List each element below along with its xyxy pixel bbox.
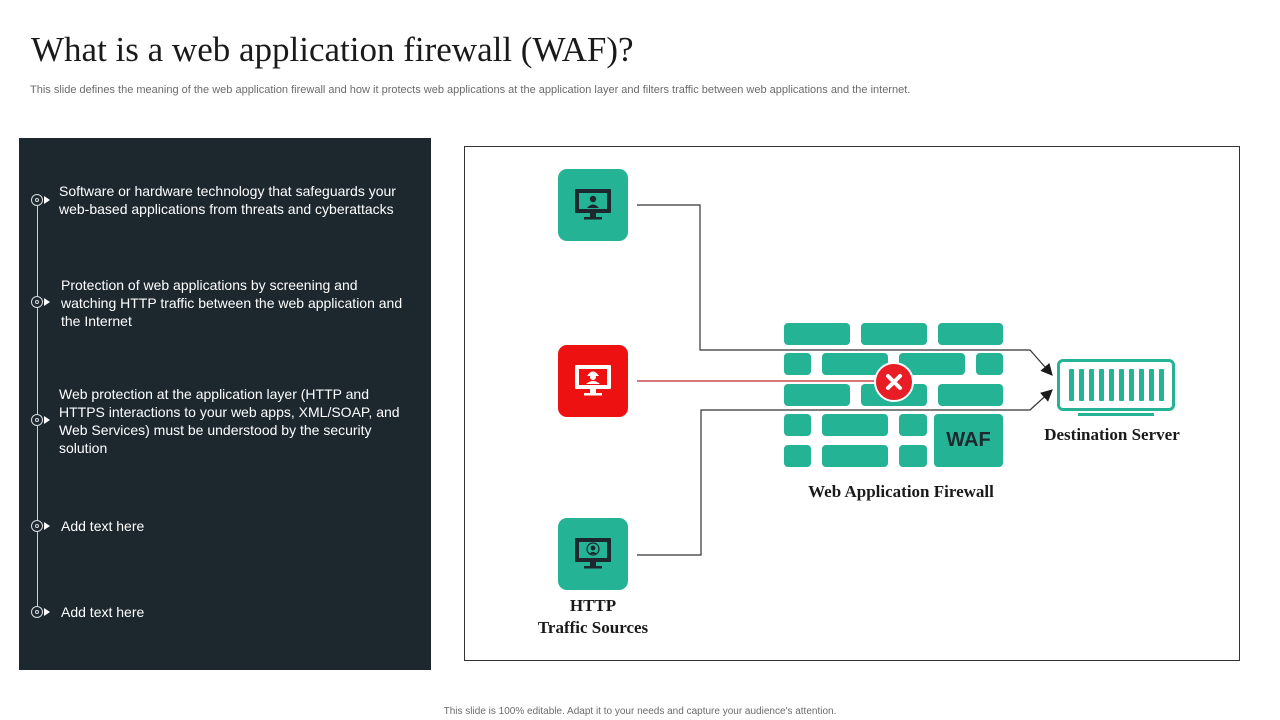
bullet-marker-icon xyxy=(31,296,43,308)
firewall-brick xyxy=(899,414,927,436)
server-base xyxy=(1078,413,1154,416)
definition-panel: Software or hardware technology that saf… xyxy=(19,138,431,670)
bullet-arrow-icon xyxy=(44,608,50,616)
firewall-brick xyxy=(784,353,811,375)
firewall-brick xyxy=(899,353,965,375)
user-monitor-icon xyxy=(575,189,611,220)
firewall-brick xyxy=(976,353,1003,375)
malicious-source xyxy=(558,345,628,417)
bullet-marker-icon xyxy=(31,194,43,206)
bullet-text: Add text here xyxy=(61,604,145,620)
bullet-arrow-icon xyxy=(44,196,50,204)
bullet-text: Add text here xyxy=(61,518,145,534)
firewall-brick xyxy=(784,414,811,436)
firewall-brick xyxy=(822,445,888,467)
firewall-brick xyxy=(938,323,1003,345)
firewall-label: Web Application Firewall xyxy=(808,482,994,501)
firewall-brick xyxy=(899,445,927,467)
user-monitor-icon xyxy=(575,538,611,569)
bullet-arrow-icon xyxy=(44,416,50,424)
bullet-marker-icon xyxy=(31,414,43,426)
sources-label-line1: HTTP xyxy=(569,596,617,615)
bullet-text: Web protection at the application layer … xyxy=(59,386,400,456)
hacker-monitor-icon xyxy=(575,365,611,396)
slide-subtitle: This slide defines the meaning of the we… xyxy=(30,84,911,96)
bullet-marker-icon xyxy=(31,520,43,532)
server-icon xyxy=(1057,359,1175,411)
waf-badge-label: WAF xyxy=(946,429,991,451)
bullet-arrow-icon xyxy=(44,298,50,306)
block-icon xyxy=(874,362,914,402)
firewall-brick xyxy=(822,414,888,436)
slide-title: What is a web application firewall (WAF)… xyxy=(31,30,634,69)
timeline-line xyxy=(37,196,38,616)
server-label: Destination Server xyxy=(1044,425,1180,444)
sources-label-line2: Traffic Sources xyxy=(537,618,649,637)
slide-footer: This slide is 100% editable. Adapt it to… xyxy=(443,706,837,717)
firewall-brick xyxy=(822,353,888,375)
bullet-marker-icon xyxy=(31,606,43,618)
firewall-brick xyxy=(938,384,1003,406)
traffic-source-top xyxy=(558,169,628,241)
bullet-text: Software or hardware technology that saf… xyxy=(59,183,396,217)
bullet-arrow-icon xyxy=(44,522,50,530)
firewall-brick xyxy=(784,323,850,345)
firewall-brick xyxy=(861,323,927,345)
traffic-source-bottom xyxy=(558,518,628,590)
firewall-brick xyxy=(784,445,811,467)
waf-badge xyxy=(934,414,1003,467)
firewall-brick xyxy=(784,384,850,406)
bullet-text: Protection of web applications by screen… xyxy=(61,277,403,329)
